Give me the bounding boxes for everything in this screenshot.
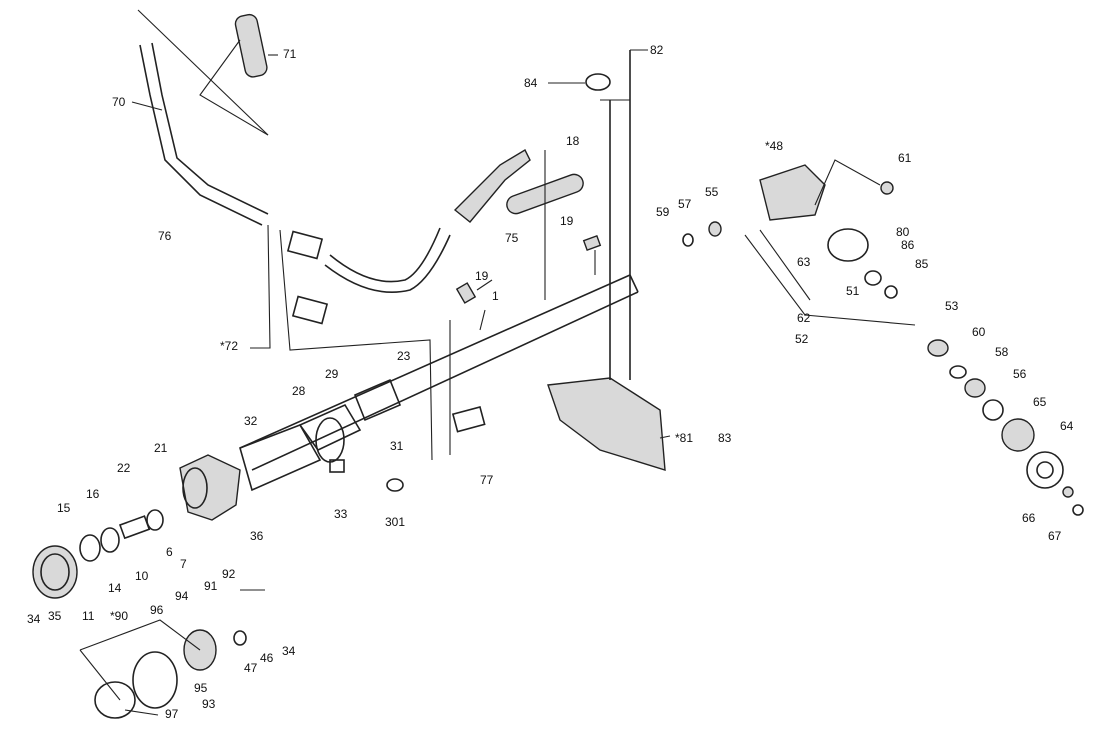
- label-92: 92: [222, 567, 236, 581]
- label-16: 16: [86, 487, 100, 501]
- label-82: 82: [650, 43, 664, 57]
- label-67: 67: [1048, 529, 1062, 543]
- label-32: 32: [244, 414, 258, 428]
- label-94: 94: [175, 589, 189, 603]
- label-21: 21: [154, 441, 168, 455]
- label-33: 33: [334, 507, 348, 521]
- label-65: 65: [1033, 395, 1047, 409]
- small-parts: [286, 73, 898, 492]
- label-76: 76: [158, 229, 172, 243]
- label-91: 91: [204, 579, 218, 593]
- label-28: 28: [292, 384, 306, 398]
- label-53: 53: [945, 299, 959, 313]
- label-14: 14: [108, 581, 122, 595]
- label-6: 6: [166, 545, 173, 559]
- label-71: 71: [283, 47, 297, 61]
- label-19a: 19: [560, 214, 574, 228]
- gear-case: [759, 164, 869, 262]
- label-19b: 19: [475, 269, 489, 283]
- label-96: 96: [150, 603, 164, 617]
- label-95: 95: [194, 681, 208, 695]
- label-86: 86: [901, 238, 915, 252]
- handle-bar: [139, 42, 269, 226]
- label-85: 85: [915, 257, 929, 271]
- label-48: *48: [765, 139, 783, 153]
- label-66: 66: [1022, 511, 1036, 525]
- label-31: 31: [390, 439, 404, 453]
- label-35: 35: [48, 609, 62, 623]
- label-23: 23: [397, 349, 411, 363]
- main-shaft: [239, 274, 639, 471]
- label-61: 61: [898, 151, 912, 165]
- label-36: 36: [250, 529, 264, 543]
- label-80: 80: [896, 225, 910, 239]
- part-labels: 70 71 76 *72 75 18 19 19 1 23 29 28 32 3…: [27, 43, 1074, 721]
- label-70: 70: [112, 95, 126, 109]
- loop-handle: [324, 227, 451, 293]
- label-46: 46: [260, 651, 274, 665]
- label-34b: 34: [282, 644, 296, 658]
- grip: [234, 13, 268, 78]
- label-81: *81: [675, 431, 693, 445]
- label-7: 7: [180, 557, 187, 571]
- label-52: 52: [795, 332, 809, 346]
- leader-lines: [79, 9, 916, 716]
- label-62: 62: [797, 311, 811, 325]
- label-10: 10: [135, 569, 149, 583]
- label-64: 64: [1060, 419, 1074, 433]
- label-60: 60: [972, 325, 986, 339]
- label-75: 75: [505, 231, 519, 245]
- clutch-drum: [32, 509, 164, 599]
- label-57: 57: [678, 197, 692, 211]
- label-15: 15: [57, 501, 71, 515]
- label-301: 301: [385, 515, 405, 529]
- label-83: 83: [718, 431, 732, 445]
- label-55: 55: [705, 185, 719, 199]
- blade-hardware: [927, 339, 1084, 516]
- blade-guard: [547, 50, 666, 471]
- label-59: 59: [656, 205, 670, 219]
- label-56: 56: [1013, 367, 1027, 381]
- label-90: *90: [110, 609, 128, 623]
- label-29: 29: [325, 367, 339, 381]
- label-18: 18: [566, 134, 580, 148]
- label-22: 22: [117, 461, 131, 475]
- label-58: 58: [995, 345, 1009, 359]
- label-93: 93: [202, 697, 216, 711]
- label-1: 1: [492, 289, 499, 303]
- throttle-lever: [453, 149, 531, 223]
- label-51: 51: [846, 284, 860, 298]
- starter-assembly: [94, 629, 247, 719]
- label-34a: 34: [27, 612, 41, 626]
- label-84: 84: [524, 76, 538, 90]
- label-63: 63: [797, 255, 811, 269]
- label-97: 97: [165, 707, 179, 721]
- label-77: 77: [480, 473, 494, 487]
- label-47: 47: [244, 661, 258, 675]
- label-11: 11: [82, 609, 95, 623]
- engine-housing: [179, 424, 322, 521]
- label-72: *72: [220, 339, 238, 353]
